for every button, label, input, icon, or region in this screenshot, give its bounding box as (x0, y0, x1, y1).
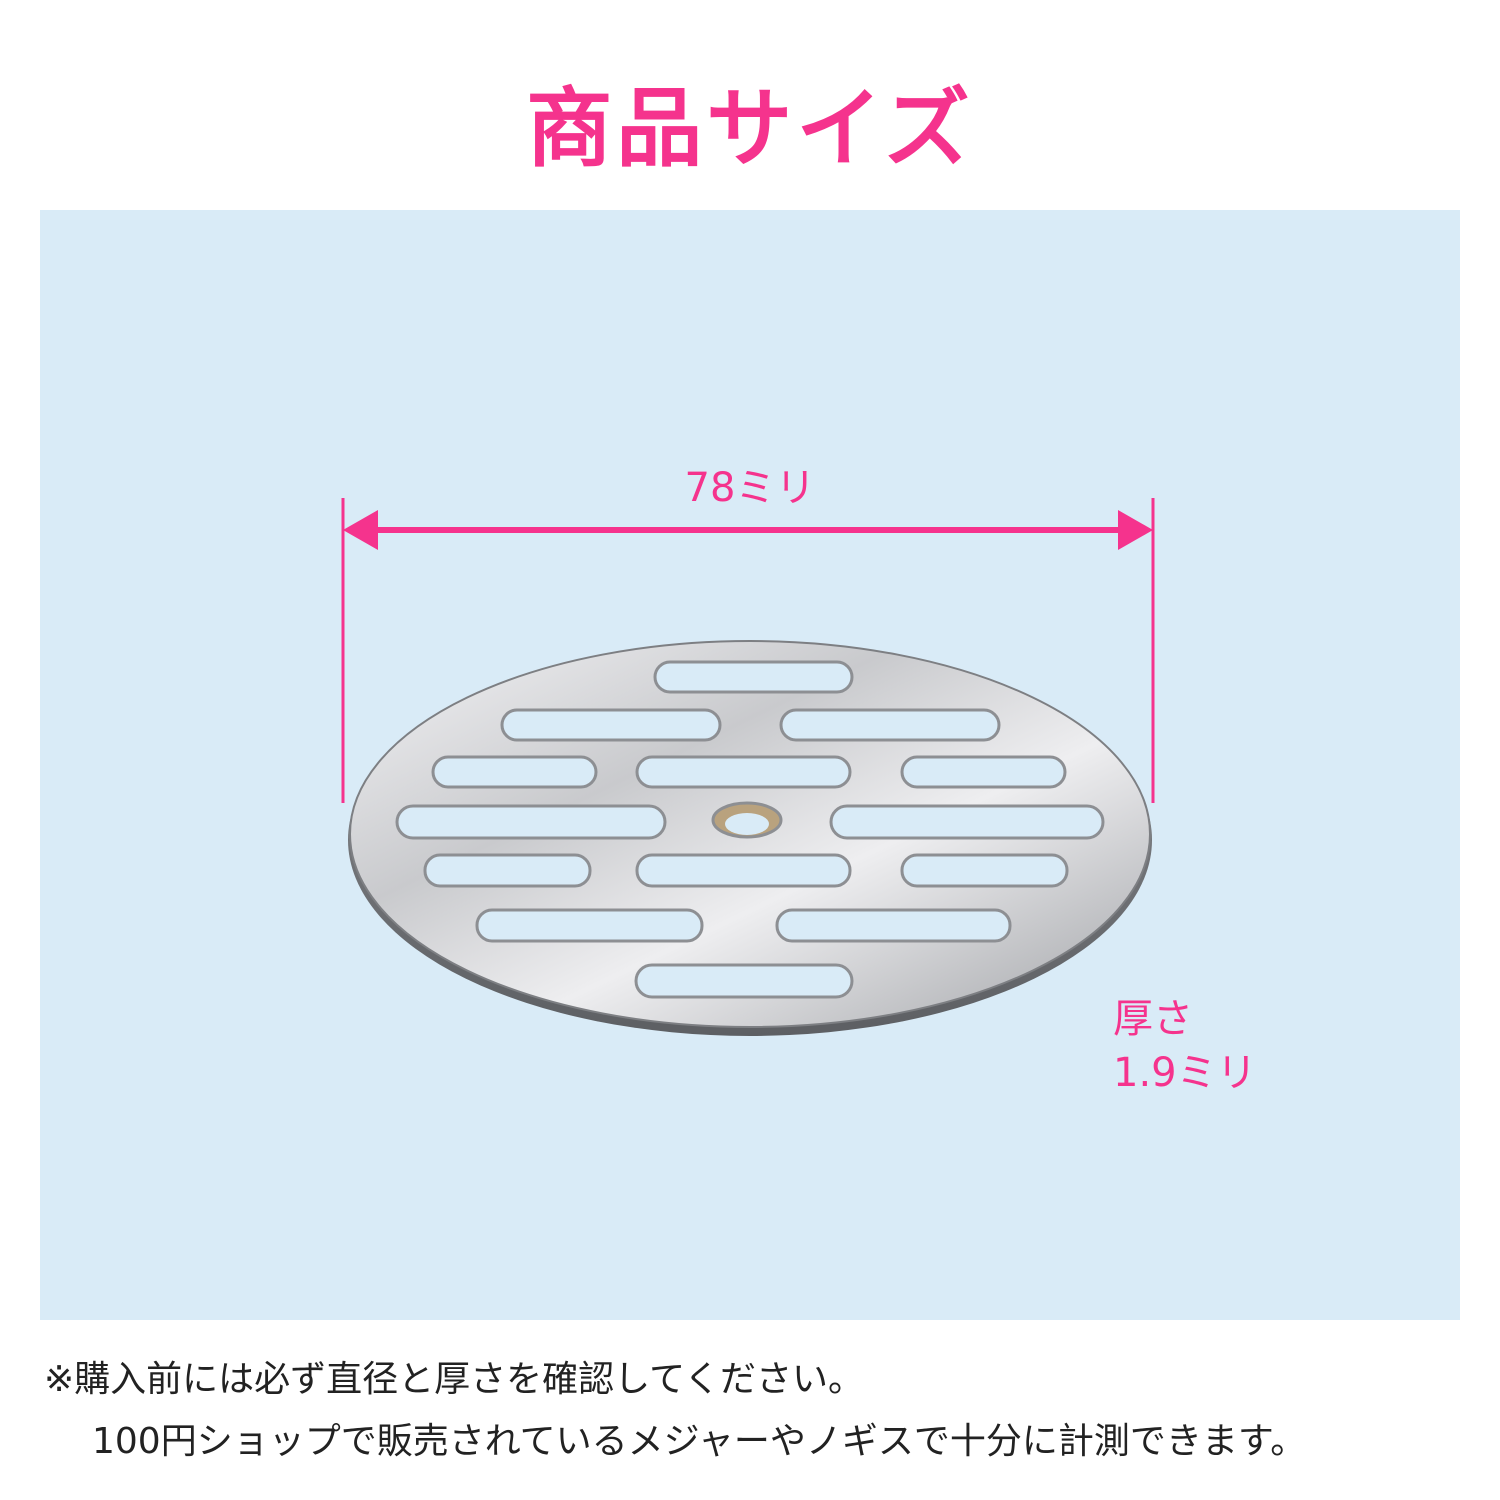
note-line-2: 100円ショップで販売されているメジャーやノギスで十分に計測できます。 (92, 1421, 1307, 1462)
note-line-1: ※購入前には必ず直径と厚さを確認してください。 (44, 1359, 865, 1400)
drain-plate-icon (348, 640, 1152, 1036)
thickness-label-value: 1.9ミリ (1113, 1050, 1257, 1096)
thickness-label-title: 厚さ (1113, 996, 1193, 1042)
arrow-right-icon (1118, 510, 1153, 550)
arrow-left-icon (343, 510, 378, 550)
page-title: 商品サイズ (526, 79, 974, 179)
diameter-label: 78ミリ (684, 465, 816, 511)
diameter-dimension-line (341, 498, 1155, 803)
thickness-label: 厚さ 1.9ミリ (1113, 992, 1257, 1100)
